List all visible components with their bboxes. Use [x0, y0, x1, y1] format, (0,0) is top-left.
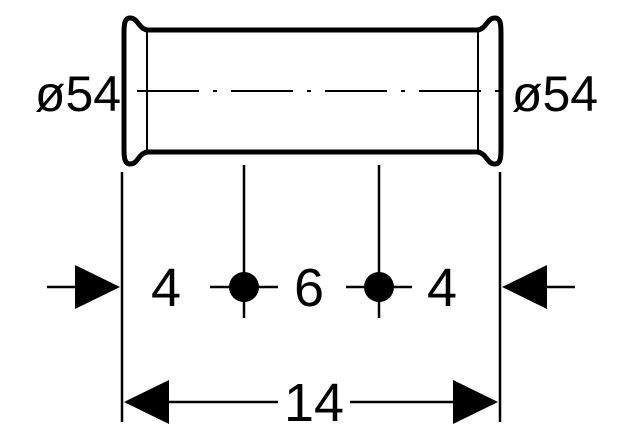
segment-left-label: 4 [151, 258, 181, 318]
left-dimension-dot [229, 272, 259, 302]
left-arrowhead [75, 265, 120, 309]
right-diameter-label: ø54 [512, 66, 598, 122]
left-diameter-label: ø54 [35, 66, 121, 122]
total-left-arrowhead [124, 380, 169, 424]
coupling-body [121, 15, 504, 167]
left-flange [121, 15, 148, 167]
right-dimension-dot [364, 272, 394, 302]
segment-right-label: 4 [427, 258, 457, 318]
segment-middle-label: 6 [294, 258, 324, 318]
right-arrowhead [502, 265, 547, 309]
total-length-dimension: 14 [124, 373, 498, 433]
right-flange [477, 15, 504, 167]
total-length-label: 14 [284, 373, 344, 433]
total-right-arrowhead [453, 380, 498, 424]
segment-dimension-row: 4 6 4 [47, 258, 575, 318]
